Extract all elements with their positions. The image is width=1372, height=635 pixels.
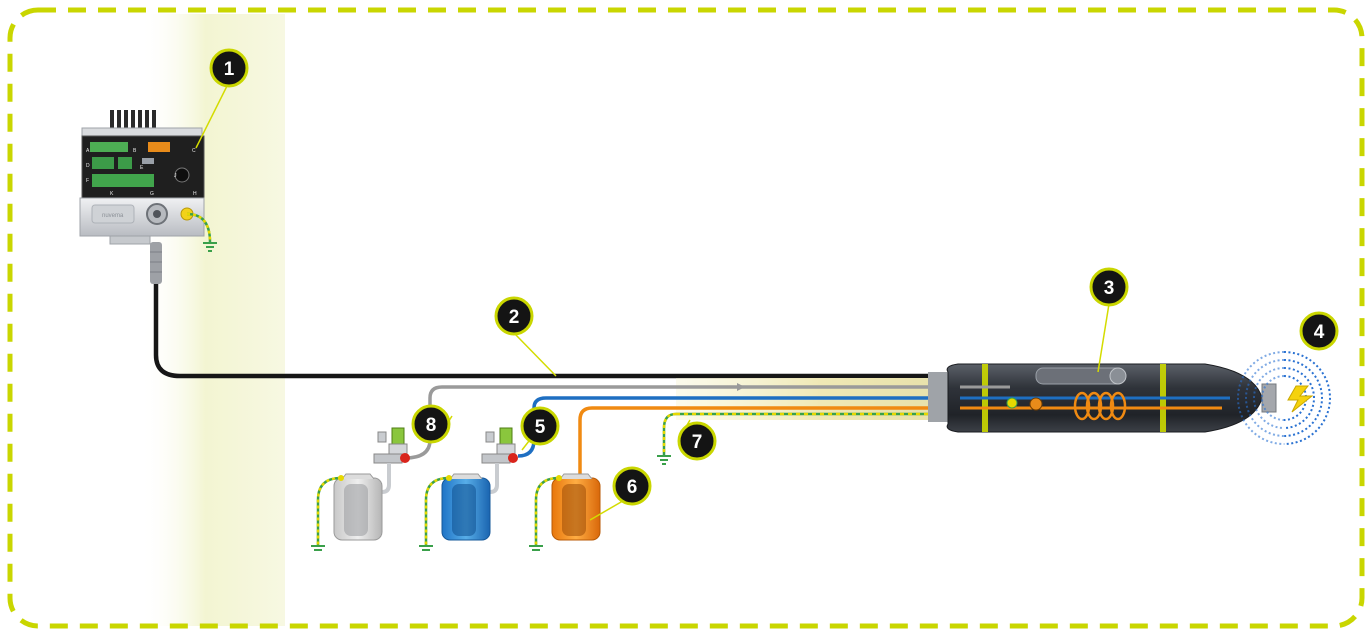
callout-3: 3 <box>1089 267 1129 307</box>
controller-logo: nuvema <box>102 213 124 219</box>
emitter-spark <box>1287 385 1314 413</box>
svg-text:1: 1 <box>224 59 235 80</box>
probe-tip-emitter <box>1237 351 1331 445</box>
port-letter: E <box>140 165 144 171</box>
port-letter: D <box>86 163 90 169</box>
port-letters: A B C D E F G H J K <box>86 148 197 197</box>
svg-text:8: 8 <box>426 415 437 436</box>
callout-5: 5 <box>520 406 560 446</box>
callout-8: 8 <box>411 404 451 444</box>
probe-coil <box>1073 391 1127 421</box>
hose-orange <box>578 406 1030 510</box>
probe-cable <box>153 284 960 379</box>
terminal-block <box>90 142 128 152</box>
port-letter: J <box>174 173 177 179</box>
callout-leaders <box>195 81 1110 521</box>
svg-text:4: 4 <box>1314 322 1325 343</box>
terminal-block <box>142 158 154 164</box>
cable-plug <box>150 242 162 284</box>
callout-6: 6 <box>612 466 652 506</box>
port-letter: A <box>86 148 90 154</box>
controller-unit: A B C D E F G H J K nuvema <box>79 110 205 284</box>
tank-grey <box>311 463 391 551</box>
svg-text:6: 6 <box>627 477 638 498</box>
terminal-block <box>92 174 154 187</box>
port-letter: C <box>192 148 196 154</box>
probe-assembly <box>928 363 1277 433</box>
port-letter: G <box>150 191 154 197</box>
callout-2: 2 <box>494 296 534 336</box>
port-letter: F <box>86 178 89 184</box>
terminal-block <box>148 142 170 152</box>
controller-ground <box>186 212 217 252</box>
callout-4: 4 <box>1299 311 1339 351</box>
callout-7: 7 <box>677 421 717 461</box>
port-letter: B <box>133 148 137 154</box>
probe-nose <box>1261 383 1277 413</box>
svg-text:2: 2 <box>509 307 520 328</box>
svg-text:7: 7 <box>692 432 703 453</box>
terminal-block <box>118 157 132 169</box>
controller-connector <box>174 167 190 183</box>
svg-text:3: 3 <box>1104 278 1115 299</box>
port-letter: K <box>110 191 114 197</box>
tank-blue <box>419 463 499 551</box>
terminal-block <box>92 157 114 169</box>
controller-heatsink <box>110 110 156 132</box>
sheath-ground <box>657 412 677 465</box>
hose-grey <box>404 385 1000 460</box>
valve-grey <box>373 427 410 464</box>
callout-1: 1 <box>209 48 249 88</box>
tank-orange <box>529 473 601 551</box>
left-panel <box>140 14 285 626</box>
valve-blue <box>481 427 518 464</box>
svg-text:5: 5 <box>535 417 546 438</box>
diagram-frame <box>7 7 1365 629</box>
port-letter: H <box>193 191 197 197</box>
